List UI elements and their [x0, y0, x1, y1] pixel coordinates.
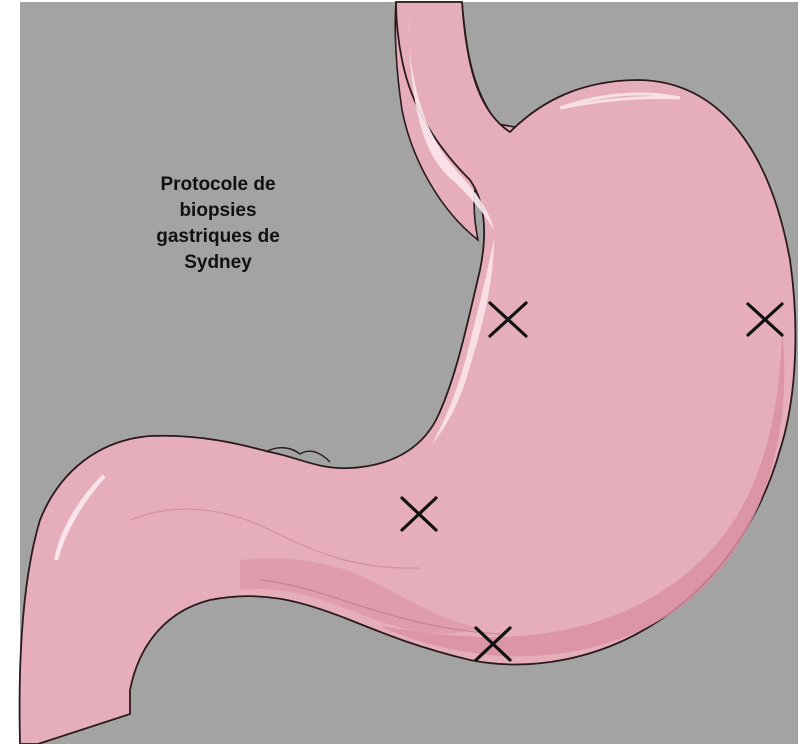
title-line-4: Sydney — [108, 250, 328, 276]
title-line-3: gastriques de — [108, 224, 328, 250]
title-line-1: Protocole de — [108, 172, 328, 198]
diagram-title: Protocole de biopsies gastriques de Sydn… — [108, 172, 328, 276]
title-line-2: biopsies — [108, 198, 328, 224]
